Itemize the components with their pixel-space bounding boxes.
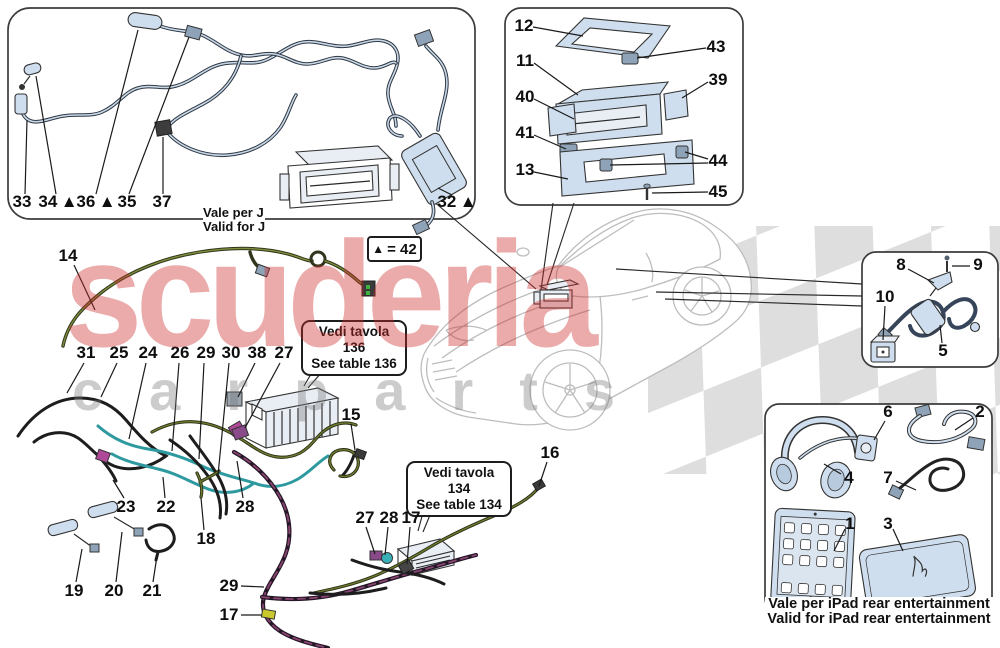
antenna-34	[23, 62, 42, 76]
usb-kit-parts	[869, 255, 981, 363]
ipad-kit-parts	[770, 403, 986, 612]
note-136-line2: See table 136	[311, 356, 397, 371]
car-illustration	[420, 208, 752, 431]
note-see-table-134: Vedi tavola 134 See table 134	[406, 461, 512, 517]
note-valid-j-line2: Valid for J	[203, 218, 266, 234]
radio-unit	[279, 145, 400, 209]
cable-7	[898, 457, 966, 492]
connector-33	[14, 93, 28, 115]
note-134-line2: See table 134	[416, 497, 502, 512]
note-134-line1: Vedi tavola 134	[423, 465, 495, 496]
bracket-39	[663, 89, 689, 121]
note-ipad-line1: Vale per iPad rear entertainment	[768, 596, 990, 612]
antenna-36	[127, 12, 163, 30]
amplifier-unit	[244, 387, 340, 449]
connector-27b	[369, 550, 383, 561]
note-valid-j-line1: Vale per J	[203, 205, 264, 220]
connector-35	[184, 24, 203, 41]
note-ipad-entertainment: Vale per iPad rear entertainment Valid f…	[765, 597, 993, 626]
bracket-8	[927, 271, 953, 291]
clip-44b	[599, 158, 613, 172]
note-see-table-136: Vedi tavola 136 See table 136	[301, 320, 407, 376]
hood-unit	[533, 279, 580, 309]
connector-38	[226, 391, 243, 407]
legend-42-text: = 42	[387, 240, 417, 258]
note-ipad-line2: Valid for iPad rear entertainment	[767, 610, 991, 627]
cabin-wiring-tangle	[16, 391, 547, 648]
clip-44a	[675, 145, 689, 159]
main-harness-14	[61, 246, 376, 348]
connector-28b	[381, 552, 393, 564]
module-32	[386, 28, 467, 236]
connector-27	[231, 424, 250, 441]
note-136-line1: Vedi tavola 136	[318, 324, 390, 355]
legend-42: ▲ = 42	[367, 236, 422, 262]
antenna-20	[87, 500, 119, 519]
note-valid-j: Vale per J Valid for J	[203, 205, 266, 234]
wire-15	[328, 447, 368, 479]
ipad-1	[770, 507, 856, 607]
connector-37	[154, 119, 173, 137]
antenna-19	[47, 518, 79, 537]
bracket-40	[547, 103, 577, 137]
screw-9	[944, 255, 950, 261]
clip-43	[621, 52, 639, 65]
triangle-icon: ▲	[372, 242, 385, 256]
